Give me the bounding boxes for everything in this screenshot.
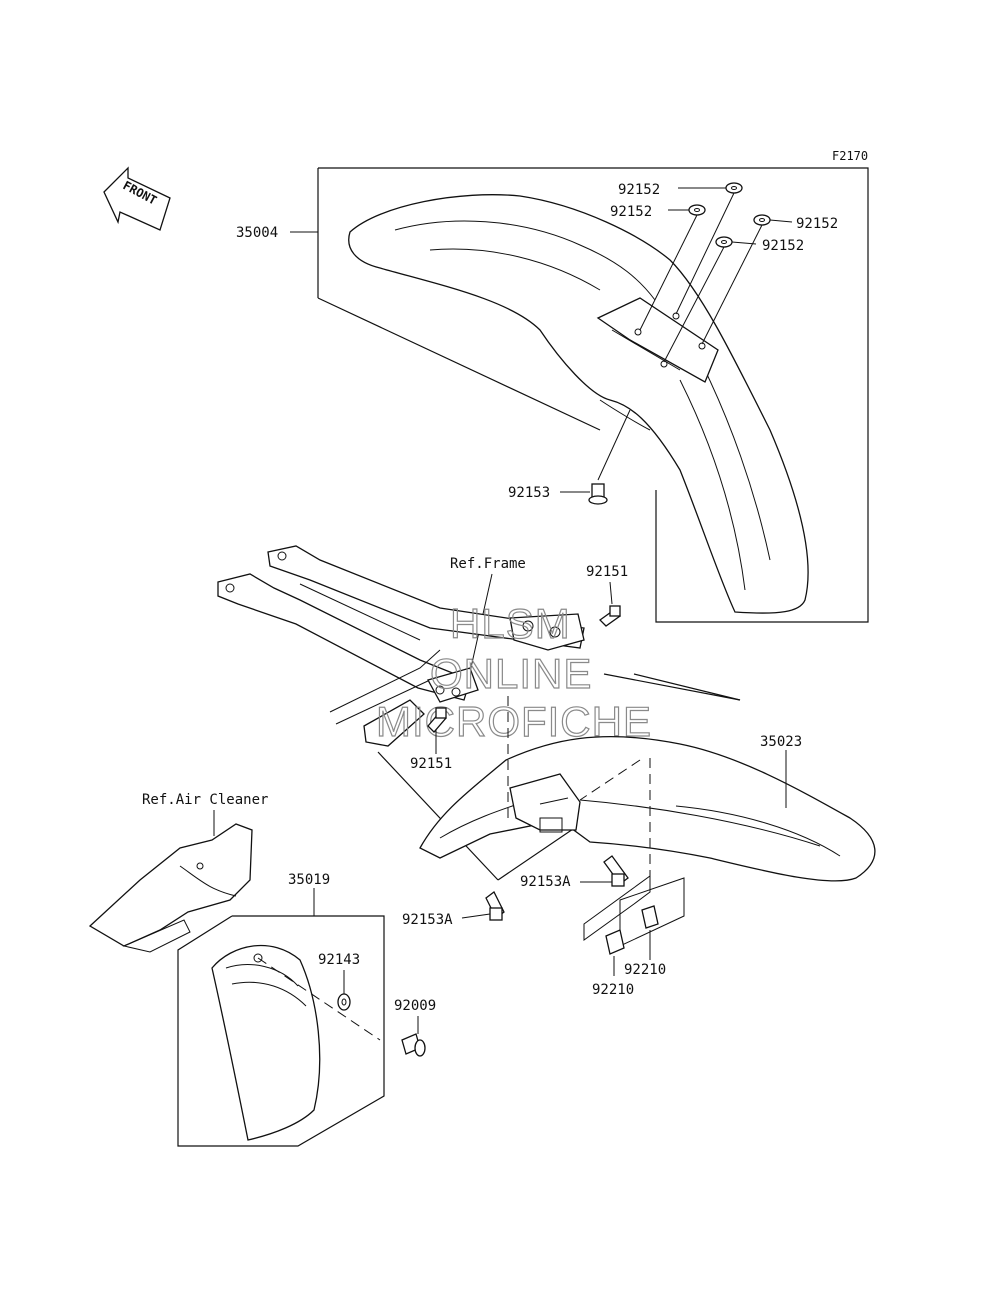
air-cleaner-housing (88, 823, 253, 953)
front-fender (348, 194, 809, 614)
screw-icon (401, 1033, 426, 1057)
part-label-92009: 92009 (394, 998, 436, 1014)
part-label-92210-left: 92210 (592, 982, 634, 998)
flap-box (177, 915, 385, 1147)
subframe (217, 545, 585, 747)
part-label-35019: 35019 (288, 872, 330, 888)
part-label-92153a-left: 92153A (402, 912, 453, 928)
part-label-92152-a: 92152 (618, 182, 660, 198)
clip-nut-icon (583, 875, 685, 955)
svg-text:ONLINE: ONLINE (430, 650, 592, 697)
washer-icon (337, 993, 351, 1011)
part-label-92143: 92143 (318, 952, 360, 968)
part-label-92152-d: 92152 (762, 238, 804, 254)
part-label-92153: 92153 (508, 485, 550, 501)
part-label-92152-c: 92152 (796, 216, 838, 232)
part-label-92152-b: 92152 (610, 204, 652, 220)
front-fender-box (318, 167, 869, 623)
part-label-92151-top: 92151 (586, 564, 628, 580)
figure-code: F2170 (832, 149, 868, 163)
svg-text:HLSM: HLSM (450, 600, 571, 647)
bolt-icon (598, 605, 622, 627)
part-label-92153a-right: 92153A (520, 874, 571, 890)
part-label-35004: 35004 (236, 225, 278, 241)
bolt-icon (427, 707, 447, 733)
rear-fender (419, 696, 876, 882)
ref-frame-label: Ref.Frame (450, 556, 526, 572)
ref-air-cleaner-label: Ref.Air Cleaner (142, 792, 268, 808)
part-label-92210-right: 92210 (624, 962, 666, 978)
front-arrow-icon: FRONT (103, 166, 171, 231)
bolt-icon (485, 891, 505, 921)
watermark: HLSM ONLINE MICROFICHE (375, 599, 651, 745)
bolt-icon (588, 483, 608, 505)
washer-icon (688, 182, 771, 248)
part-label-35023: 35023 (760, 734, 802, 750)
mud-flap (211, 944, 381, 1141)
part-label-92151-mid: 92151 (410, 756, 452, 772)
bolt-icon (603, 855, 629, 887)
